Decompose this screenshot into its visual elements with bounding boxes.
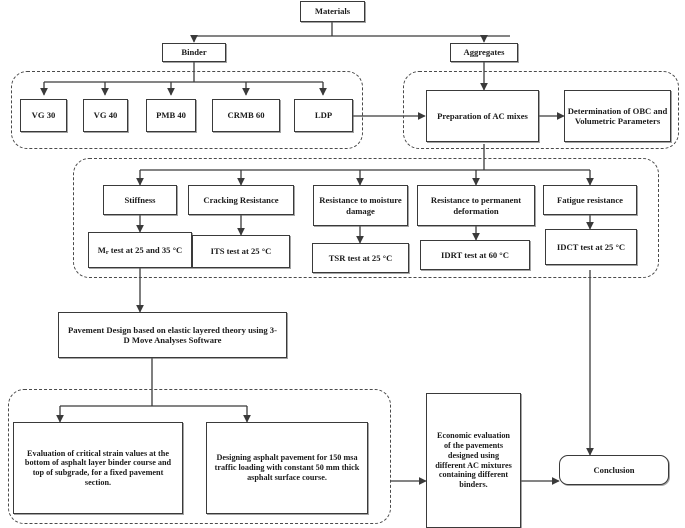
node-vg-40[interactable]: VG 40 (83, 99, 128, 132)
node-cracking-resistance[interactable]: Cracking Resistance (188, 185, 294, 215)
node-ldp[interactable]: LDP (294, 99, 353, 132)
node-crmb-60[interactable]: CRMB 60 (212, 99, 280, 132)
node-aggregates[interactable]: Aggregates (450, 43, 518, 62)
binder-group-region (11, 71, 363, 149)
node-binder[interactable]: Binder (162, 43, 226, 62)
node-idrt-test[interactable]: IDRT test at 60 °C (420, 240, 530, 270)
tests-group-region (73, 158, 659, 278)
node-its-test[interactable]: ITS test at 25 °C (192, 235, 290, 268)
node-vg-30[interactable]: VG 30 (20, 99, 67, 132)
node-fatigue-resistance[interactable]: Fatigue resistance (543, 185, 637, 215)
node-mr-test[interactable]: Mr test at 25 and 35 °C (88, 232, 192, 268)
node-pmb-40[interactable]: PMB 40 (146, 99, 196, 132)
node-materials[interactable]: Materials (300, 1, 365, 22)
node-idct-test[interactable]: IDCT test at 25 °C (545, 229, 637, 265)
node-resistance-to-permanent-deformation[interactable]: Resistance to permanent deformation (417, 185, 535, 226)
node-conclusion[interactable]: Conclusion (559, 455, 669, 485)
mix-preparation-group-region (403, 71, 679, 149)
node-resistance-to-moisture-damage[interactable]: Resistance to moisture damage (313, 185, 408, 226)
node-economic-evaluation[interactable]: Economic evaluation of the pavements des… (426, 393, 521, 528)
node-critical-strain-evaluation[interactable]: Evaluation of critical strain values at … (13, 422, 183, 514)
node-stiffness[interactable]: Stiffness (103, 185, 177, 215)
pavement-analysis-group-region (8, 389, 391, 524)
node-tsr-test[interactable]: TSR test at 25 °C (312, 243, 409, 273)
node-preparation-of-ac-mixes[interactable]: Preparation of AC mixes (426, 90, 539, 142)
mr-test-label: Mr test at 25 and 35 °C (97, 244, 183, 257)
node-pavement-design[interactable]: Pavement Design based on elastic layered… (58, 312, 287, 358)
node-designing-asphalt-pavement[interactable]: Designing asphalt pavement for 150 msa t… (206, 422, 368, 514)
node-determination-of-obc[interactable]: Determination of OBC and Volumetric Para… (564, 90, 671, 142)
